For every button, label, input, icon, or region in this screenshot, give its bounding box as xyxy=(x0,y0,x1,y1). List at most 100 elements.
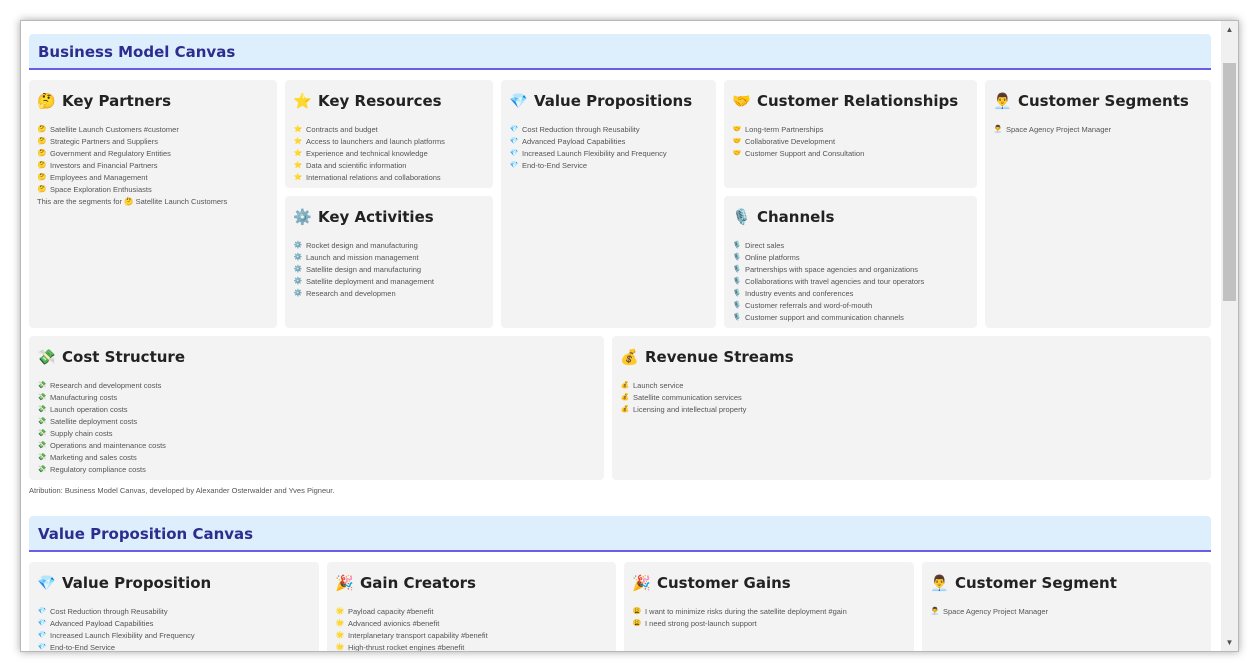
customer-segment-title: Customer Segment xyxy=(955,574,1117,592)
list-item-text: Manufacturing costs xyxy=(50,393,118,402)
attribution-text: Atribution: Business Model Canvas, devel… xyxy=(29,486,335,495)
list-item-text: Launch and mission management xyxy=(306,253,419,262)
list-item-text: Rocket design and manufacturing xyxy=(306,241,418,250)
customer-segments-heading: 👨‍💼Customer Segments xyxy=(993,90,1203,112)
handshake-icon: 🤝 xyxy=(732,138,742,145)
revenue-streams-list: 💰Launch service💰Satellite communication … xyxy=(620,380,1203,416)
list-item: 💰Launch service xyxy=(620,380,1203,392)
thinking-face-icon: 🤔 xyxy=(37,126,47,133)
gear-icon: ⚙️ xyxy=(293,254,303,261)
list-item: 😩I want to minimize risks during the sat… xyxy=(632,606,906,618)
weary-face-icon: 😩 xyxy=(632,608,642,615)
customer-segment-heading: 👨‍💼 Customer Segment xyxy=(930,572,1203,594)
bmc-title: Business Model Canvas xyxy=(38,43,236,61)
star-icon: ⭐ xyxy=(293,92,312,110)
list-item: 🤔Satellite Launch Customers #customer xyxy=(37,124,269,136)
money-with-wings-icon: 💸 xyxy=(37,454,47,461)
list-item-text: Customer Support and Consultation xyxy=(745,149,865,158)
list-item-text: Advanced avionics #benefit xyxy=(348,619,440,628)
list-item-text: Launch service xyxy=(633,381,684,390)
list-item-text: Satellite communication services xyxy=(633,393,742,402)
browser-window: Business Model Canvas 🤔Key Partners 🤔Sat… xyxy=(20,20,1239,652)
thinking-face-icon: 🤔 xyxy=(37,150,47,157)
key-activities-heading: ⚙️Key Activities xyxy=(293,206,485,228)
list-item-text: Cost Reduction through Reusability xyxy=(522,125,640,134)
microphone-icon: 🎙️ xyxy=(732,278,742,285)
channels-card: 🎙️Channels 🎙️Direct sales🎙️Online platfo… xyxy=(724,196,977,328)
list-item: 🎙️Partnerships with space agencies and o… xyxy=(732,264,969,276)
list-item: 💸Launch operation costs xyxy=(37,404,596,416)
microphone-icon: 🎙️ xyxy=(732,302,742,309)
key-activities-card: ⚙️Key Activities ⚙️Rocket design and man… xyxy=(285,196,493,328)
list-item-text: Data and scientific information xyxy=(306,161,407,170)
list-item-text: Interplanetary transport capability #ben… xyxy=(348,631,488,640)
party-popper-icon: 🎉 xyxy=(632,574,651,592)
customer-relationships-heading: 🤝Customer Relationships xyxy=(732,90,969,112)
list-item: ⭐Data and scientific information xyxy=(293,160,485,172)
scroll-down-arrow-icon[interactable]: ▼ xyxy=(1225,638,1234,647)
cost-structure-title: Cost Structure xyxy=(62,348,185,366)
list-item: 🌟Interplanetary transport capability #be… xyxy=(335,630,608,642)
list-item: 💎End-to-End Service xyxy=(509,160,708,172)
list-item: ⭐Access to launchers and launch platform… xyxy=(293,136,485,148)
list-item: 🎙️Customer support and communication cha… xyxy=(732,312,969,324)
page-content: Business Model Canvas 🤔Key Partners 🤔Sat… xyxy=(21,21,1221,651)
list-item: ⭐Contracts and budget xyxy=(293,124,485,136)
thinking-face-icon: 🤔 xyxy=(37,138,47,145)
thinking-face-icon: 🤔 xyxy=(37,174,47,181)
list-item-text: Licensing and intellectual property xyxy=(633,405,747,414)
scroll-up-arrow-icon[interactable]: ▲ xyxy=(1225,25,1234,34)
weary-face-icon: 😩 xyxy=(632,620,642,627)
list-item-text: Satellite deployment and management xyxy=(306,277,434,286)
microphone-icon: 🎙️ xyxy=(732,266,742,273)
star-icon: ⭐ xyxy=(293,162,303,169)
gain-creators-list: 🌟Payload capacity #benefit🌟Advanced avio… xyxy=(335,606,608,651)
gem-icon: 💎 xyxy=(509,138,519,145)
customer-gains-heading: 🎉Customer Gains xyxy=(632,572,906,594)
list-item-text: Operations and maintenance costs xyxy=(50,441,166,450)
list-item: ⚙️Satellite design and manufacturing xyxy=(293,264,485,276)
customer-segments-title: Customer Segments xyxy=(1018,92,1189,110)
money-with-wings-icon: 💸 xyxy=(37,430,47,437)
customer-segments-list: 👨‍💼Space Agency Project Manager xyxy=(993,124,1203,136)
list-item: 💎End-to-End Service xyxy=(37,642,311,651)
scroll-thumb[interactable] xyxy=(1223,63,1236,301)
money-with-wings-icon: 💸 xyxy=(37,406,47,413)
handshake-icon: 🤝 xyxy=(732,150,742,157)
glowing-star-icon: 🌟 xyxy=(335,608,345,615)
value-propositions-title: Value Propositions xyxy=(534,92,693,110)
gain-creators-title: Gain Creators xyxy=(360,574,476,592)
list-item: 🤝Long-term Partnerships xyxy=(732,124,969,136)
money-with-wings-icon: 💸 xyxy=(37,418,47,425)
list-item: ⚙️Rocket design and manufacturing xyxy=(293,240,485,252)
value-propositions-card: 💎Value Propositions 💎Cost Reduction thro… xyxy=(501,80,716,328)
cost-structure-card: 💸Cost Structure 💸Research and developmen… xyxy=(29,336,604,480)
customer-segment-list: 👨‍💼Space Agency Project Manager xyxy=(930,606,1203,618)
gem-icon: 💎 xyxy=(37,632,47,639)
list-item: 💸Supply chain costs xyxy=(37,428,596,440)
list-item: 🌟Advanced avionics #benefit xyxy=(335,618,608,630)
list-item: ⭐International relations and collaborati… xyxy=(293,172,485,184)
list-item-text: Customer support and communication chann… xyxy=(745,313,904,322)
list-item-text: Collaborations with travel agencies and … xyxy=(745,277,925,286)
gear-icon: ⚙️ xyxy=(293,208,312,226)
gem-icon: 💎 xyxy=(509,150,519,157)
list-item-text: Regulatory compliance costs xyxy=(50,465,146,474)
customer-segments-card: 👨‍💼Customer Segments 👨‍💼Space Agency Pro… xyxy=(985,80,1211,328)
list-item: 👨‍💼Space Agency Project Manager xyxy=(930,606,1203,618)
list-item-text: Cost Reduction through Reusability xyxy=(50,607,168,616)
list-item-text: Space Agency Project Manager xyxy=(943,607,1049,616)
vertical-scrollbar[interactable]: ▲ ▼ xyxy=(1221,21,1238,651)
star-icon: ⭐ xyxy=(293,174,303,181)
vpc-title: Value Proposition Canvas xyxy=(38,525,254,543)
value-proposition-heading: 💎Value Proposition xyxy=(37,572,311,594)
business-person-icon: 👨‍💼 xyxy=(930,574,949,592)
customer-gains-card: 🎉Customer Gains 😩I want to minimize risk… xyxy=(624,562,914,651)
cost-structure-heading: 💸Cost Structure xyxy=(37,346,596,368)
customer-gains-list: 😩I want to minimize risks during the sat… xyxy=(632,606,906,630)
customer-relationships-list: 🤝Long-term Partnerships🤝Collaborative De… xyxy=(732,124,969,160)
party-popper-icon: 🎉 xyxy=(335,574,354,592)
list-item-text: Strategic Partners and Suppliers xyxy=(50,137,158,146)
list-item-text: I want to minimize risks during the sate… xyxy=(645,607,847,616)
list-item: ⭐Experience and technical knowledge xyxy=(293,148,485,160)
